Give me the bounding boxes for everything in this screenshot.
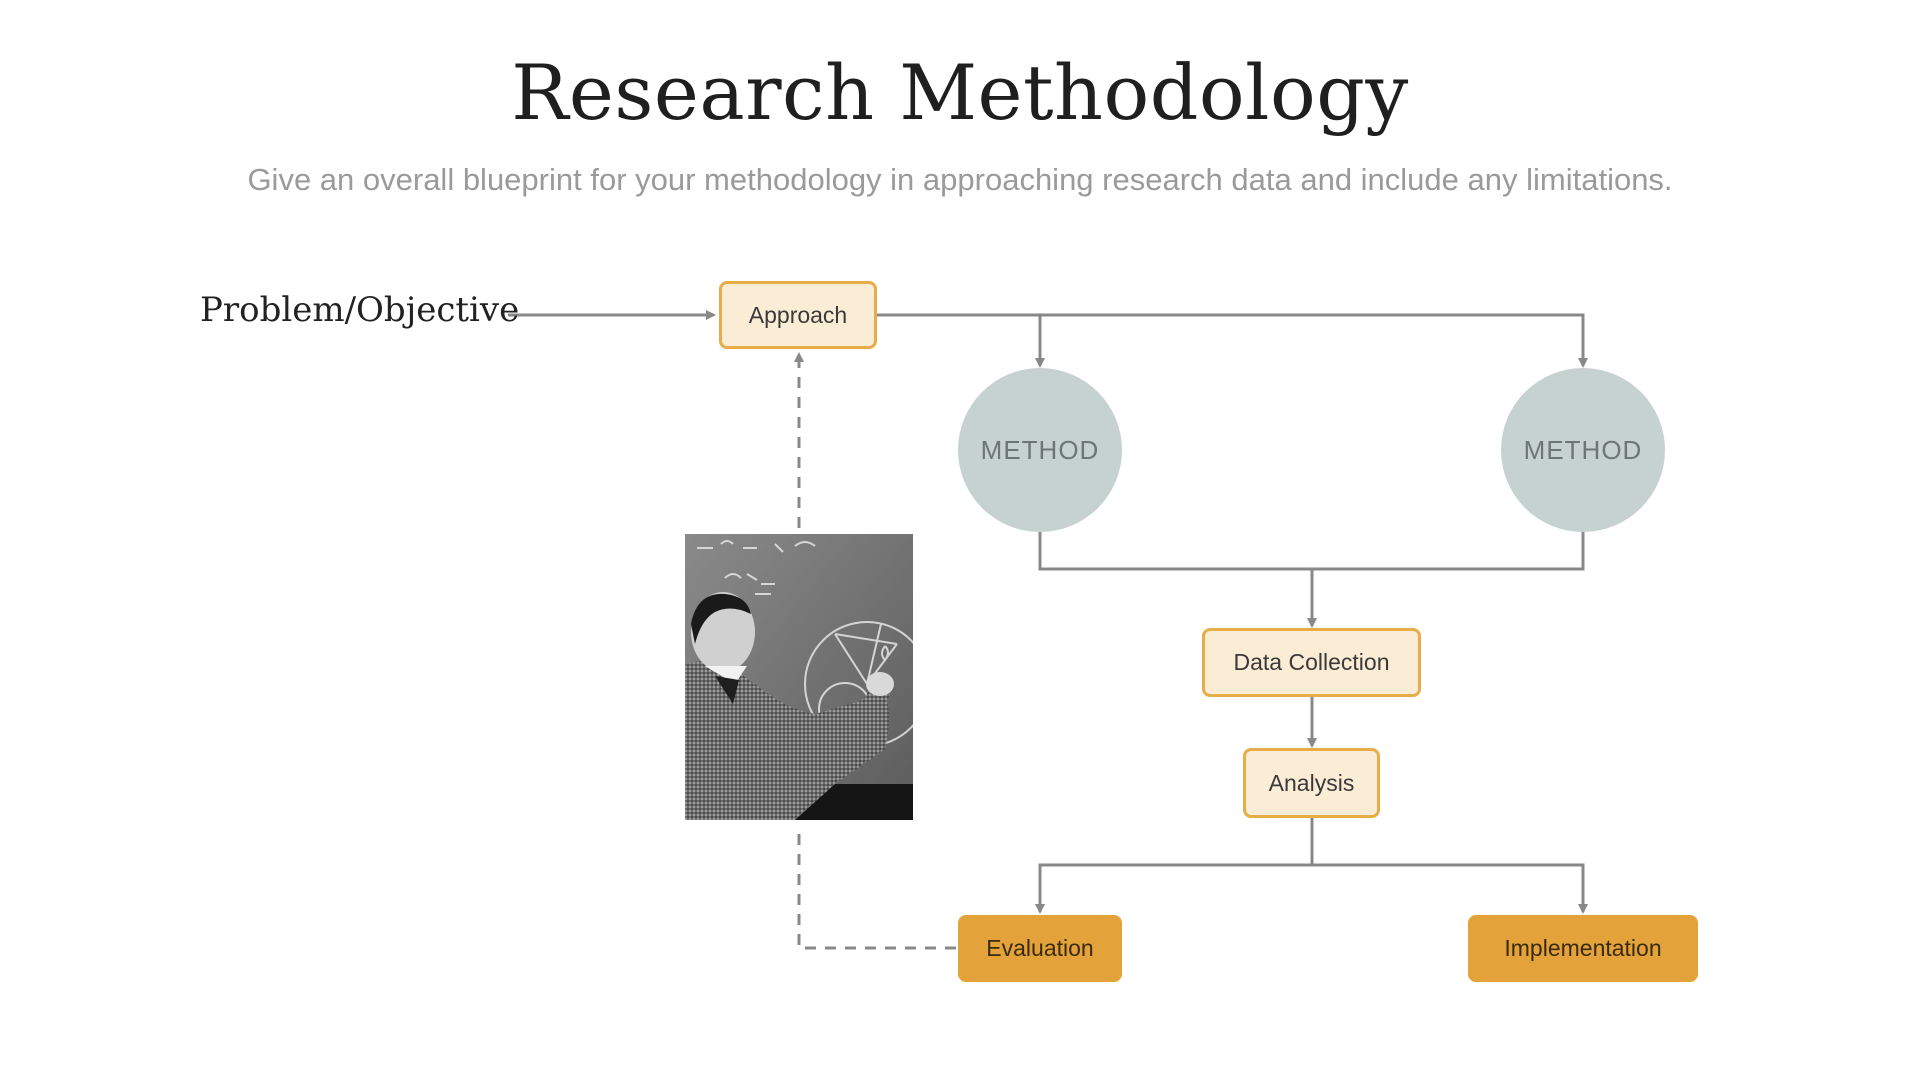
- connector-feedback-lower: [797, 826, 956, 950]
- connector-methods-merge: [1038, 532, 1585, 571]
- connector-split-implementation: [1312, 863, 1588, 914]
- analysis-box: Analysis: [1243, 748, 1380, 818]
- problem-objective-label: Problem/Objective: [200, 290, 520, 330]
- scientist-chalkboard-photo: [685, 534, 913, 820]
- data-collection-box: Data Collection: [1202, 628, 1421, 697]
- connector-approach-method-right: [876, 313, 1588, 368]
- connector-split-evaluation: [1035, 863, 1312, 914]
- slide-title: Research Methodology: [511, 48, 1409, 137]
- slide-subtitle: Give an overall blueprint for your metho…: [247, 162, 1673, 197]
- approach-box: Approach: [719, 281, 877, 349]
- implementation-box: Implementation: [1468, 915, 1698, 982]
- method-circle-right: METHOD: [1501, 368, 1665, 532]
- evaluation-box: Evaluation: [958, 915, 1122, 982]
- method-circle-left: METHOD: [958, 368, 1122, 532]
